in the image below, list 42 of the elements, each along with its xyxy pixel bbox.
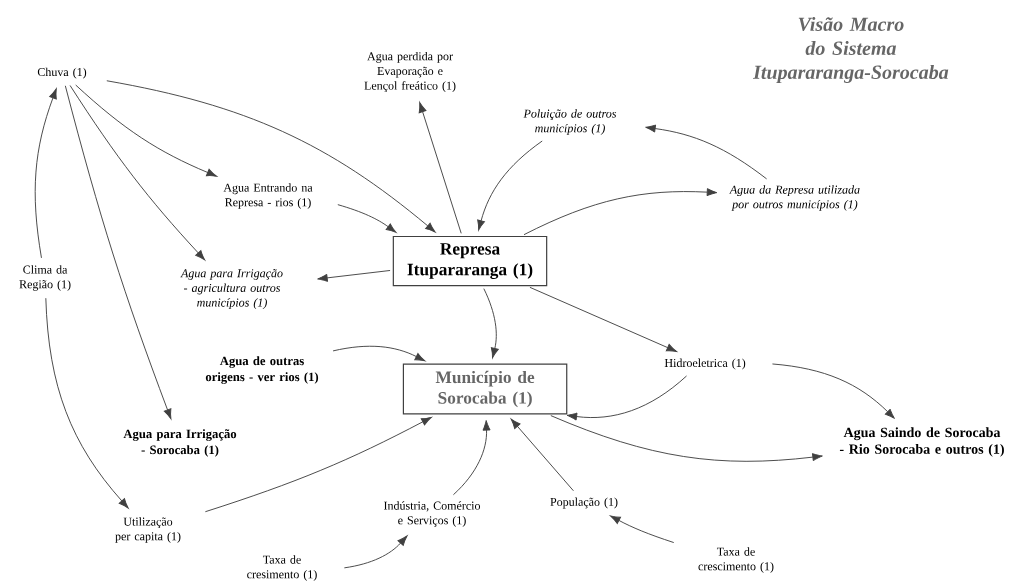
arrow bbox=[771, 363, 895, 419]
arrow bbox=[452, 420, 491, 496]
arrow bbox=[418, 102, 462, 234]
node-label: Agua para Irrigação - agricultura outros municípios (1) bbox=[180, 269, 283, 310]
node-label: Taxa de crescimento (1) bbox=[698, 547, 774, 573]
title: Visão Macro do Sistema Itupararanga-Sorocaba bbox=[752, 16, 949, 84]
node-label: Agua Saindo de Sorocaba - Rio Sorocaba e outros (1) bbox=[839, 427, 1004, 457]
arrow bbox=[343, 535, 408, 569]
node-label: Agua perdida por Evaporação e Lençol freático (1) bbox=[364, 51, 456, 93]
arrow bbox=[75, 84, 217, 177]
arrow bbox=[610, 515, 675, 544]
arrow bbox=[483, 288, 499, 359]
arrow bbox=[510, 418, 574, 492]
arrow bbox=[106, 80, 436, 233]
node-label: Clima da Região (1) bbox=[19, 265, 71, 291]
arrow bbox=[45, 297, 129, 509]
process-box: Município de Sorocaba (1) bbox=[402, 363, 568, 415]
node-label: Chuva (1) bbox=[37, 67, 87, 79]
arrow bbox=[566, 375, 687, 421]
arrow bbox=[477, 140, 543, 231]
arrow bbox=[204, 416, 432, 513]
arrow bbox=[332, 345, 426, 362]
arrow bbox=[523, 188, 718, 236]
arrow bbox=[317, 270, 391, 282]
node-label: Hidroeletrica (1) bbox=[664, 358, 746, 370]
process-box: Represa Itupararanga (1) bbox=[392, 235, 548, 287]
node-label: Agua para Irrigação - Sorocaba (1) bbox=[123, 429, 237, 457]
node-label: Agua da Represa utilizada por outros municípios (1) bbox=[729, 185, 860, 211]
arrow bbox=[529, 286, 677, 352]
node-label: Indústria, Comércio e Serviços (1) bbox=[383, 501, 481, 527]
arrow bbox=[645, 124, 768, 180]
node-label: População (1) bbox=[550, 497, 618, 509]
arrow bbox=[34, 88, 57, 259]
arrow bbox=[64, 85, 172, 420]
node-label: Taxa de cresimento (1) bbox=[247, 555, 317, 581]
arrow bbox=[69, 85, 206, 261]
arrow bbox=[550, 415, 823, 462]
node-label: Agua Entrando na Represa - rios (1) bbox=[223, 183, 313, 209]
node-label: Poluição de outros municípios (1) bbox=[523, 109, 617, 135]
node-label: Agua de outras origens - ver rios (1) bbox=[205, 356, 319, 384]
node-label: Utilização per capita (1) bbox=[115, 517, 181, 543]
arrow bbox=[337, 204, 397, 233]
